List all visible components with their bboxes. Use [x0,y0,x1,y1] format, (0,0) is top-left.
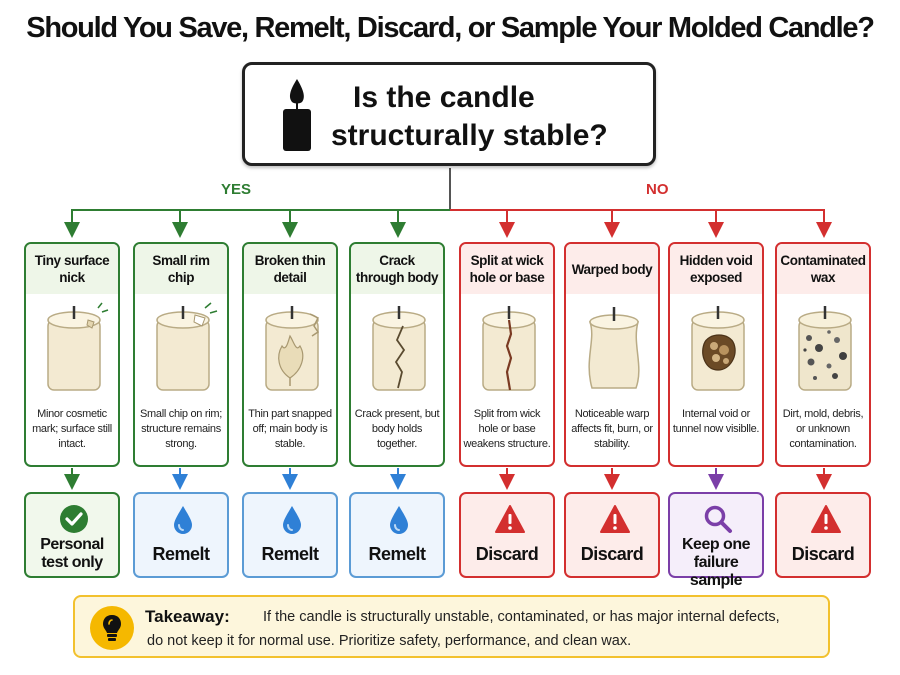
outcome-label: Remelt [152,544,210,564]
cracked-candle-icon [372,306,426,391]
card-title: Warped body [566,244,658,294]
card-description: Split from wick hole or base weakens str… [463,408,551,450]
magnifier-icon [704,505,732,533]
outcome-label: Discard [791,544,855,564]
condition-card-rim-chip: Small rim chip Small chip on rim; struct… [133,242,229,467]
contaminated-candle-icon [798,306,852,391]
takeaway-lead: Takeaway: [145,607,230,626]
card-title: Hidden void exposed [670,244,762,294]
page-title: Should You Save, Remelt, Discard, or Sam… [26,12,875,44]
split-candle-icon [482,306,536,391]
condition-card-crack-body: Crack through body Crack present, but bo… [349,242,445,467]
leaf-candle-icon [265,306,320,391]
chipped-candle-icon [156,302,218,391]
warning-icon [495,505,525,533]
card-description: Small chip on rim; structure remains str… [139,408,222,450]
takeaway-box: Takeaway: If the candle is structurally … [73,595,830,658]
outcome-discard-3: Discard [775,492,871,578]
droplet-icon [390,506,408,534]
warped-candle-icon [588,307,640,389]
outcome-label: Remelt [368,544,426,564]
takeaway-line-2: do not keep it for normal use. Prioritiz… [147,633,632,649]
outcome-remelt-3: Remelt [349,492,445,578]
card-description: Crack present, but body holds together. [354,408,440,450]
card-description: Thin part snapped off; main body is stab… [248,408,332,450]
outcome-label: Remelt [261,544,319,564]
question-line-2: structurally stable? [331,119,608,152]
warning-icon [600,505,630,533]
card-description: Noticeable warp affects fit, burn, or st… [571,408,653,450]
outcome-remelt-1: Remelt [133,492,229,578]
card-title: Broken thin detail [244,244,336,294]
outcome-label: Keep one failure sample [681,536,751,589]
outcome-label: Personal test only [40,536,104,571]
droplet-icon [283,506,301,534]
card-title: Crack through body [351,244,443,294]
outcome-remelt-2: Remelt [242,492,338,578]
outcome-discard-1: Discard [459,492,555,578]
condition-card-surface-nick: Tiny surface nick Minor cosmetic mark; s… [24,242,120,467]
decision-question-box: Is the candle structurally stable? [242,62,656,166]
takeaway-line-1: If the candle is structurally unstable, … [263,609,780,625]
question-line-1: Is the candle [353,81,535,114]
outcome-label: Discard [580,544,644,564]
condition-card-hidden-void: Hidden void exposed Internal void or tun… [668,242,764,467]
check-icon [60,505,88,533]
outcome-personal-test: Personal test only [24,492,120,578]
card-title: Split at wick hole or base [461,244,553,294]
yes-branch-label: YES [221,181,252,198]
card-title: Small rim chip [135,244,227,294]
warning-icon [811,505,841,533]
card-title: Contaminated wax [777,244,869,294]
condition-card-warped-body: Warped body Noticeable warp affects fit,… [564,242,660,467]
no-branch-label: NO [646,181,669,198]
void-candle-icon [691,306,745,391]
card-description: Minor cosmetic mark; surface still intac… [32,408,112,450]
candle-icon [283,79,311,151]
outcome-discard-2: Discard [564,492,660,578]
card-description: Internal void or tunnel now visiblle. [672,408,760,435]
condition-card-contaminated: Contaminated wax Dirt, mold, debris, or … [775,242,871,467]
card-description: Dirt, mold, debris, or unknown contamina… [782,408,864,450]
outcome-failure-sample: Keep one failure sample [668,492,764,589]
condition-card-split-wick: Split at wick hole or base Split from wi… [459,242,555,467]
outcome-label: Discard [475,544,539,564]
droplet-icon [174,506,192,534]
lightbulb-icon [90,606,134,650]
nicked-candle-icon [47,302,109,391]
condition-card-thin-detail: Broken thin detail Thin part snapped off… [242,242,338,467]
card-title: Tiny surface nick [26,244,118,294]
